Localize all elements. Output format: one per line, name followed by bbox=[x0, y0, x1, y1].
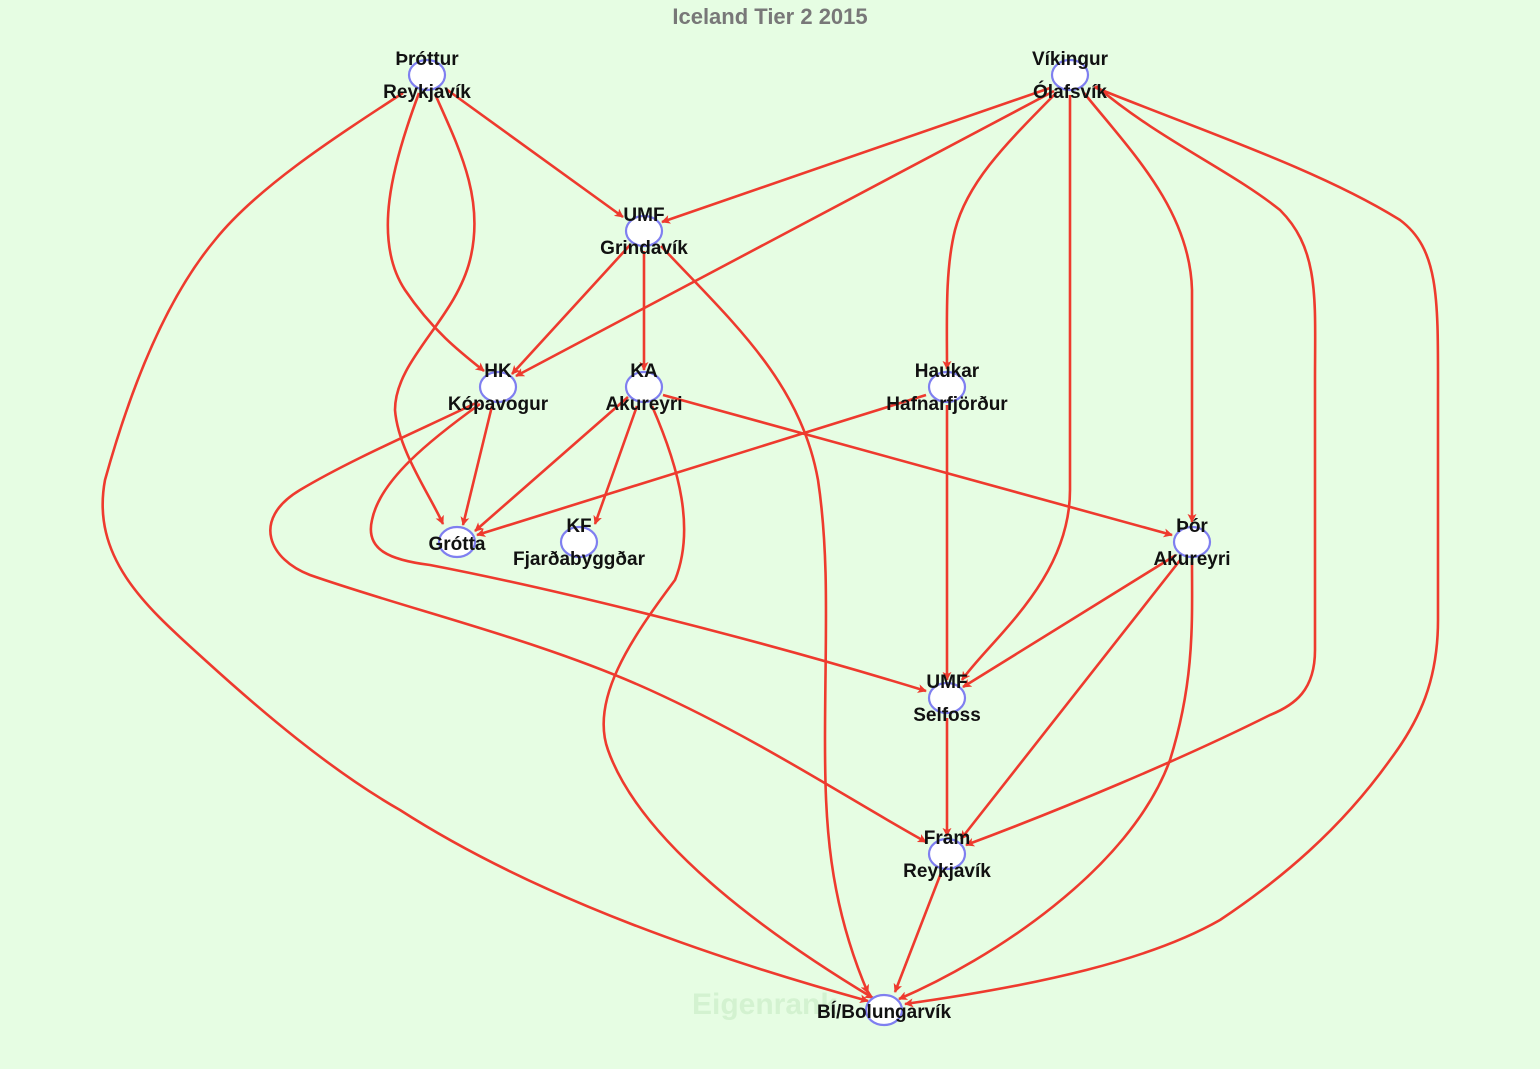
node-label-grindavik-line1: UMF bbox=[623, 205, 664, 226]
node-label-grindavik-line2: Grindavík bbox=[600, 238, 688, 259]
node-circle-grotta[interactable] bbox=[437, 525, 477, 559]
node-circle-selfoss[interactable] bbox=[927, 681, 967, 715]
node-label-selfoss-line1: UMF bbox=[926, 672, 967, 693]
edge-grindavik-to-hk bbox=[511, 244, 631, 375]
node-label-fram-line2: Reykjavík bbox=[903, 861, 991, 882]
node-label-kf-line1: KF bbox=[566, 516, 591, 537]
node-selfoss[interactable]: UMF Selfoss bbox=[913, 672, 981, 726]
node-circle-fram[interactable] bbox=[927, 837, 967, 871]
node-hk[interactable]: HK Kópavogur bbox=[448, 361, 549, 415]
edge-grindavik-to-bi bbox=[660, 245, 870, 994]
node-label-vikingur-line1: Víkingur bbox=[1032, 49, 1109, 70]
node-grotta[interactable]: Grótta bbox=[429, 525, 486, 559]
edge-throttur-to-grindavik bbox=[445, 87, 624, 219]
node-label-haukar-line1: Haukar bbox=[915, 361, 980, 382]
node-circle-ka[interactable] bbox=[624, 370, 664, 404]
node-label-grotta: Grótta bbox=[429, 534, 486, 555]
node-circle-throttur[interactable] bbox=[407, 58, 447, 92]
edge-ka-to-bi bbox=[602, 405, 874, 1000]
edge-thor-to-selfoss bbox=[962, 553, 1177, 689]
edge-throttur-to-bi bbox=[101, 91, 869, 1004]
edge-ka-to-grotta bbox=[474, 396, 629, 532]
edge-vikingur-to-bi bbox=[904, 85, 1440, 1008]
node-label-throttur-line2: Reykjavík bbox=[383, 82, 471, 103]
edge-vikingur-to-hk bbox=[515, 89, 1055, 378]
edge-thor-to-fram bbox=[959, 558, 1183, 840]
node-label-hk-line2: Kópavogur bbox=[448, 394, 549, 415]
edge-ka-to-thor bbox=[662, 393, 1173, 538]
node-label-thor-line1: Þór bbox=[1176, 516, 1208, 537]
node-ka[interactable]: KA Akureyri bbox=[605, 361, 682, 415]
node-bi[interactable]: BÍ/Bolungarvík bbox=[817, 993, 952, 1027]
node-label-hk-line1: HK bbox=[484, 361, 512, 382]
edge-haukar-to-grotta bbox=[476, 393, 927, 537]
edge-vikingur-to-thor bbox=[1082, 92, 1197, 523]
node-label-ka-line1: KA bbox=[630, 361, 658, 382]
edge-vikingur-to-fram bbox=[965, 85, 1317, 847]
edge-throttur-to-hk bbox=[386, 92, 485, 373]
edge-hk-to-grotta bbox=[460, 405, 494, 526]
node-label-vikingur-line2: Ólafsvík bbox=[1033, 81, 1107, 103]
node-label-selfoss-line2: Selfoss bbox=[913, 705, 981, 726]
node-label-haukar-line2: Hafnarfjörður bbox=[886, 394, 1008, 415]
edges-layer bbox=[101, 85, 1440, 1008]
node-kf[interactable]: KF Fjarðabyggðar bbox=[513, 516, 646, 570]
node-label-ka-line2: Akureyri bbox=[605, 394, 682, 415]
edge-hk-to-fram bbox=[269, 400, 927, 844]
edge-vikingur-to-grindavik bbox=[661, 86, 1051, 224]
edge-vikingur-to-selfoss bbox=[960, 95, 1072, 681]
edge-vikingur-to-haukar bbox=[942, 92, 1057, 370]
node-circle-thor[interactable] bbox=[1172, 525, 1212, 559]
node-circle-haukar[interactable] bbox=[927, 370, 967, 404]
node-label-kf-line2: Fjarðabyggðar bbox=[513, 549, 646, 570]
edge-thor-to-bi bbox=[898, 561, 1194, 1001]
node-grindavik[interactable]: UMF Grindavík bbox=[600, 205, 688, 259]
watermark-text: Eigenrank bbox=[692, 988, 837, 1021]
edge-fram-to-bi bbox=[893, 872, 943, 993]
edge-hk-to-selfoss bbox=[369, 402, 927, 693]
edge-throttur-to-grotta bbox=[393, 93, 476, 525]
diagram-title: Iceland Tier 2 2015 bbox=[672, 4, 868, 29]
node-circle-vikingur[interactable] bbox=[1050, 58, 1090, 92]
node-label-thor-line2: Akureyri bbox=[1153, 549, 1230, 570]
node-circle-hk[interactable] bbox=[478, 370, 518, 404]
node-label-bi: BÍ/Bolungarvík bbox=[817, 1001, 952, 1023]
node-label-fram-line1: Fram bbox=[924, 828, 970, 849]
node-label-throttur-line1: Þróttur bbox=[395, 49, 459, 70]
edge-ka-to-kf bbox=[593, 405, 639, 525]
node-circle-bi[interactable] bbox=[864, 993, 904, 1027]
node-circle-grindavik[interactable] bbox=[624, 214, 664, 248]
node-circle-kf[interactable] bbox=[559, 525, 599, 559]
